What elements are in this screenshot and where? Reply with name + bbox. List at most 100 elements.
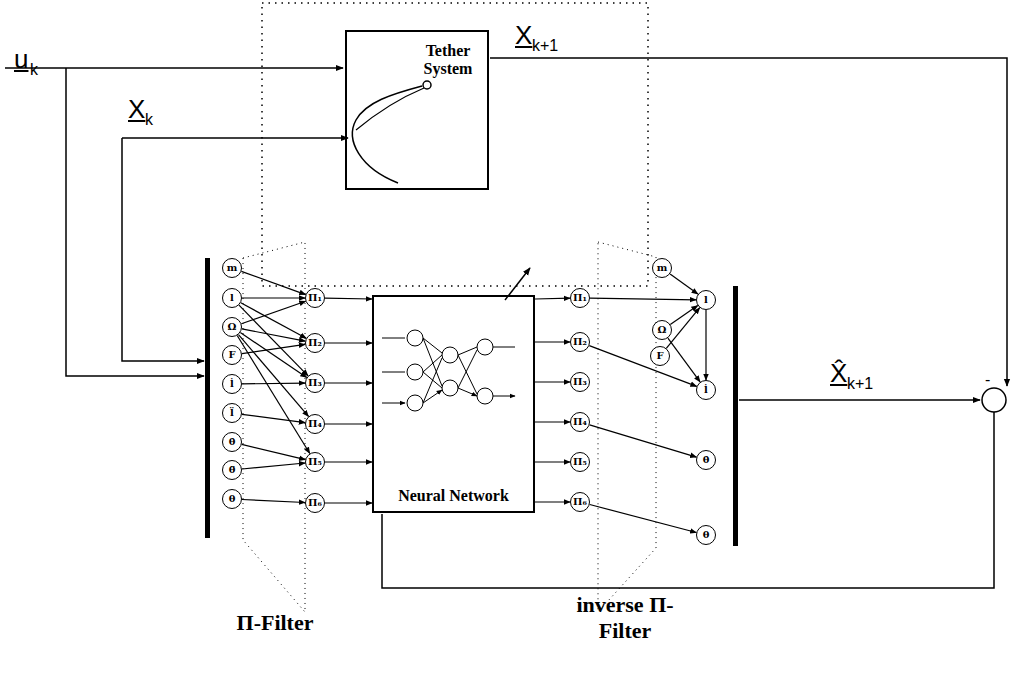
tether-curve [356, 88, 424, 130]
variable-circle: Π₁ [305, 288, 325, 308]
summing-junction [982, 388, 1006, 412]
signal-name: u [14, 46, 28, 72]
connector-arrow [670, 274, 698, 294]
connector-arrow [242, 444, 306, 459]
sign-label: - [985, 372, 990, 388]
variable-label: θ̈ [229, 465, 236, 476]
variable-label: Ω [658, 325, 667, 336]
bus-bar [733, 286, 738, 546]
connector-arrow [241, 271, 305, 294]
connector-arrow [668, 338, 700, 382]
variable-label: θ [229, 494, 236, 505]
variable-label: Π₂ [573, 337, 587, 348]
signal-name: X [128, 96, 145, 122]
box-title: Neural Network [398, 487, 509, 505]
connector-arrow [535, 298, 570, 300]
tether-system-box: Tether System [345, 30, 489, 190]
variable-circle: Π₁ [570, 288, 590, 308]
subscript: k [145, 112, 153, 128]
variable-circle: Π₅ [305, 452, 325, 472]
connector-arrow [239, 305, 308, 376]
connector-arrow [240, 333, 306, 378]
variable-label: Π₁ [573, 293, 587, 304]
tether-curve [352, 86, 422, 183]
connector-arrow [325, 502, 372, 503]
output-line [490, 58, 1007, 386]
signal-name: X [515, 22, 532, 48]
variable-circle: θ̇ [222, 432, 242, 452]
state-line [122, 137, 348, 139]
input-line [66, 68, 204, 376]
state-line [122, 138, 204, 361]
variable-label: θ̇ [229, 437, 236, 448]
section-title: inverse Π-Filter [560, 592, 690, 645]
variable-circle: Π₂ [305, 333, 325, 353]
variable-label: l [230, 293, 234, 304]
variable-label: m [657, 263, 668, 274]
connector-arrow [242, 500, 305, 503]
connector-arrow [241, 301, 305, 323]
subscript: k [30, 62, 38, 78]
connector-arrow [325, 423, 372, 424]
variable-circle: θ [696, 525, 716, 545]
variable-circle: F [650, 346, 670, 366]
variable-label: Π₂ [308, 338, 322, 349]
connector-arrow [590, 425, 697, 457]
variable-label: Π₃ [573, 377, 587, 388]
connector-arrow [325, 461, 372, 462]
section-title: Π-Filter [230, 610, 320, 636]
connector-arrow [590, 505, 697, 533]
variable-circle: Π₅ [570, 452, 590, 472]
variable-label: θ [703, 530, 710, 541]
variable-label: l [704, 295, 708, 306]
connector-arrow [242, 297, 305, 298]
connector-arrow [535, 381, 570, 382]
variable-circle: Π₃ [570, 372, 590, 392]
box-title: Tether System [417, 42, 479, 79]
subscript: k+1 [847, 376, 873, 392]
connector-arrow [325, 382, 372, 383]
connector-arrow [242, 344, 305, 353]
connector-arrow [535, 501, 570, 502]
variable-label: Π₅ [308, 457, 322, 468]
estimate-line [739, 399, 980, 401]
variable-circle: Ω [222, 317, 242, 337]
variable-circle: l̇ [222, 374, 242, 394]
connector-arrow [242, 383, 305, 385]
variable-label: Π₁ [308, 293, 322, 304]
variable-label: Π₃ [308, 378, 322, 389]
variable-circle: Π₄ [570, 412, 590, 432]
network-illustration [382, 330, 515, 411]
variable-label: F [228, 350, 235, 361]
filter-outline [598, 242, 656, 612]
variable-label: Π₅ [573, 457, 587, 468]
neural-network-box: Neural Network [372, 295, 535, 513]
connector-arrow [535, 421, 570, 422]
variable-circle: l̇ [696, 380, 716, 400]
variable-label: l̈ [230, 408, 234, 419]
input-line [5, 67, 343, 69]
variable-label: Π₆ [308, 498, 322, 509]
signal-name: X̂ [830, 360, 847, 386]
tether-satellite [423, 81, 431, 89]
variable-circle: θ̈ [222, 460, 242, 480]
connector-arrow [325, 298, 372, 300]
connector-arrow [590, 298, 696, 300]
filter-outline [243, 242, 305, 612]
variable-circle: Π₆ [305, 493, 325, 513]
variable-circle: Π₆ [570, 492, 590, 512]
variable-label: m [227, 263, 238, 274]
variable-circle: m [652, 258, 672, 278]
variable-label: Π₆ [573, 497, 587, 508]
variable-circle: Π₃ [305, 373, 325, 393]
error-feedback [382, 412, 994, 588]
bus-bar [205, 258, 210, 538]
connector-arrow [242, 463, 305, 469]
variable-circle: Π₂ [570, 332, 590, 352]
connector-arrow [325, 342, 372, 343]
variable-circle: θ̇ [696, 450, 716, 470]
connector-arrow [237, 336, 310, 454]
connector-arrow [535, 341, 570, 342]
